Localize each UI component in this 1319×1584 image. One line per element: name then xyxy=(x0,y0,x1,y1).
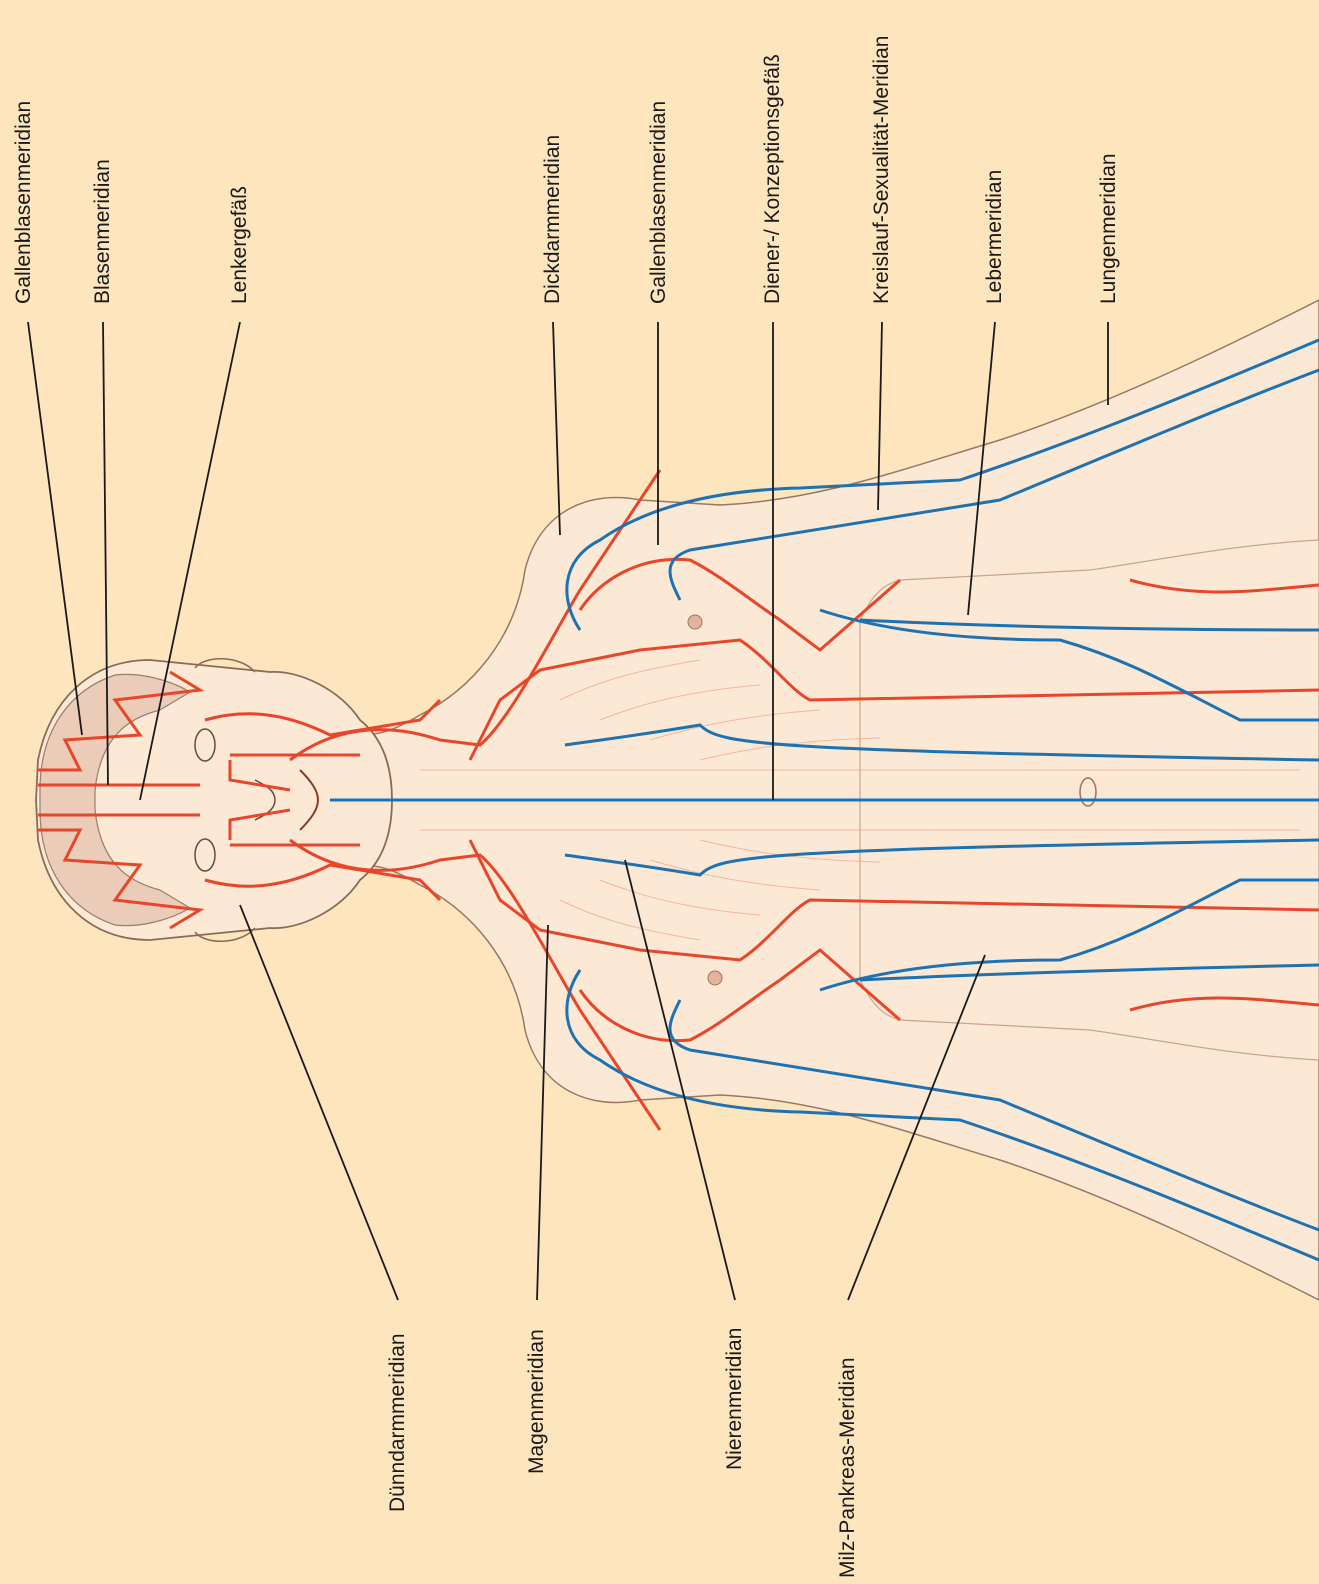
label-lebermeridian: Lebermeridian xyxy=(983,170,1007,304)
label-lungenmeridian: Lungenmeridian xyxy=(1097,153,1121,304)
label-gallenblasenmeridian-top: Gallenblasenmeridian xyxy=(12,101,36,304)
label-lenkergefaess: Lenkergefäß xyxy=(228,186,252,304)
label-blasenmeridian: Blasenmeridian xyxy=(91,159,115,304)
label-magenmeridian: Magenmeridian xyxy=(525,1329,549,1474)
label-kreislauf-sexualitaet-meridian: Kreislauf-Sexualität-Meridian xyxy=(870,36,894,304)
label-nierenmeridian: Nierenmeridian xyxy=(723,1328,747,1470)
label-diener-konzeptionsgefaess: Diener-/ Konzeptionsgefäß xyxy=(761,54,785,304)
label-dickdarmmeridian: Dickdarmmeridian xyxy=(541,135,565,304)
leader-duenndarm xyxy=(240,905,398,1300)
leader-gallenblasen-1 xyxy=(28,322,82,735)
leader-dickdarm xyxy=(553,322,560,535)
nipple-right xyxy=(708,971,722,985)
label-duenndarmmeridian: Dünndarmmeridian xyxy=(386,1333,410,1512)
nipple-left xyxy=(688,615,702,629)
label-gallenblasenmeridian-shoulder: Gallenblasenmeridian xyxy=(647,101,671,304)
label-milz-pankreas-meridian: Milz-Pankreas-Meridian xyxy=(836,1357,860,1578)
